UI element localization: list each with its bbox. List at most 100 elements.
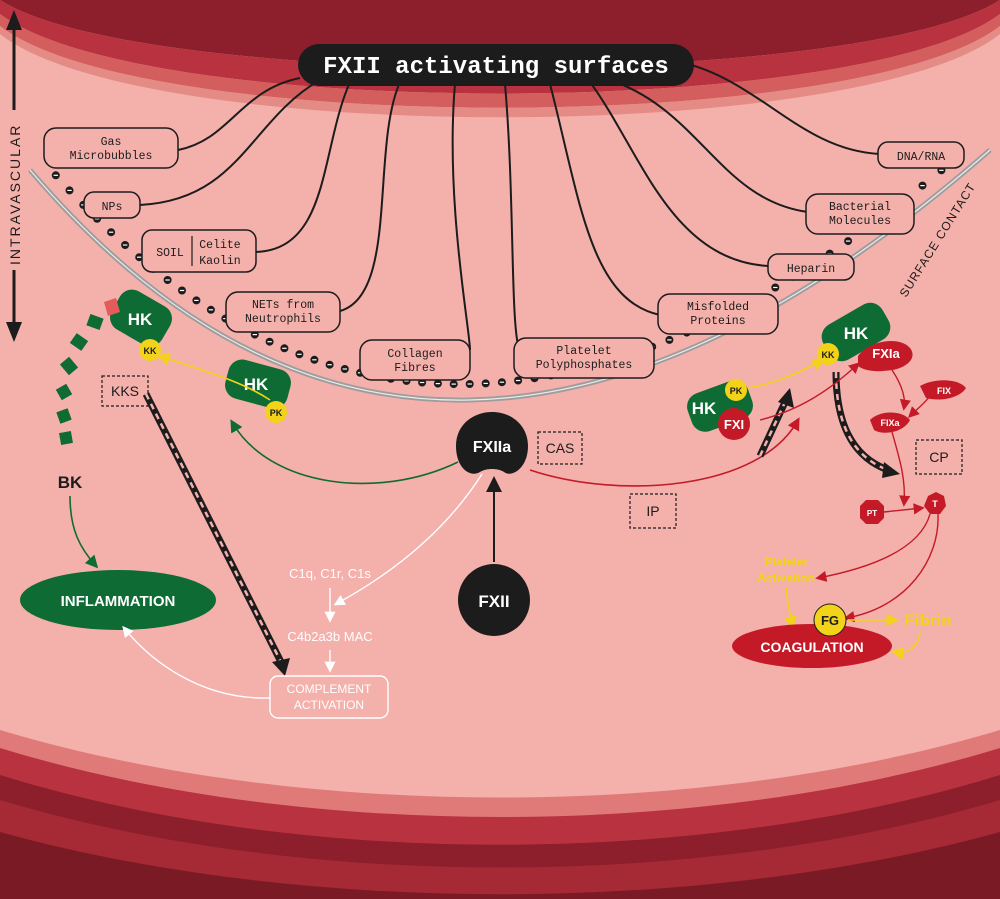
fxia-node: FXIa — [858, 341, 913, 372]
hk-right-top-label: HK — [844, 324, 869, 343]
title-pill — [298, 44, 694, 86]
fix-node: FIX — [920, 380, 966, 400]
nps-label: NPs — [102, 201, 123, 214]
cp-box: CP — [915, 439, 963, 475]
arrow-fixa-to-thrombin — [891, 431, 911, 507]
arrow-complement-to-inflammation — [122, 625, 271, 699]
surface-box-bacterial: Bacterial Molecules — [805, 193, 915, 235]
arrow-bk-to-inflammation — [69, 495, 99, 569]
arrow-pk-to-kk-right — [747, 358, 825, 389]
fg-node: FG — [813, 603, 847, 637]
arrow-platelet-to-coagulation — [784, 587, 797, 630]
nets-label-2: Neutrophils — [245, 313, 321, 326]
fxii-node: FXII — [458, 564, 530, 636]
ip-label: IP — [646, 503, 659, 519]
coagulation-node: COAGULATION — [732, 624, 892, 668]
kks-to-complement-arrow — [142, 392, 290, 676]
t-node: T — [924, 492, 946, 514]
arrow-fxiia-to-complement — [333, 473, 483, 606]
inflammation-node: INFLAMMATION — [20, 570, 216, 630]
arrow-fxiia-to-fxi — [529, 417, 800, 487]
inflammation-label: INFLAMMATION — [61, 593, 176, 610]
right-double-arrows — [756, 371, 900, 478]
platelet-poly-label-1: Platelet — [556, 345, 611, 358]
fxiia-label: FXIIa — [473, 439, 511, 456]
arrow-t-to-platelet — [815, 513, 931, 582]
arrow-fix-to-fixa — [908, 395, 931, 418]
hk-pk-complex-middle: HK PK — [225, 359, 291, 423]
hk-right-label: HK — [692, 399, 717, 418]
surface-box-gas: Gas Microbubbles — [43, 127, 179, 169]
surface-box-nets: NETs from Neutrophils — [225, 291, 341, 333]
bacterial-label-2: Molecules — [829, 215, 891, 228]
bk-fragments — [55, 313, 104, 445]
pk-right-label: PK — [730, 386, 743, 396]
fxii-label: FXII — [478, 592, 509, 611]
surface-box-misfolded: Misfolded Proteins — [657, 293, 779, 335]
misfolded-label-2: Proteins — [690, 315, 745, 328]
surface-box-collagen: Collagen Fibres — [359, 339, 471, 381]
kks-box: KKS — [101, 375, 149, 407]
t-label: T — [932, 499, 938, 509]
fixa-label: FIXa — [880, 418, 900, 428]
arrow-fibrin-to-coagulation — [890, 631, 921, 660]
complement-activation-box: COMPLEMENT ACTIVATION — [269, 675, 389, 719]
arrow-fxiia-to-pk — [230, 419, 459, 485]
collagen-label-1: Collagen — [387, 348, 442, 361]
arrow-fxi-to-fxia — [759, 362, 861, 421]
arrow-pk-to-kk-left — [156, 353, 271, 401]
coagulation-label: COAGULATION — [760, 639, 863, 655]
dna-label: DNA/RNA — [897, 151, 945, 164]
collagen-label-2: Fibres — [394, 362, 435, 375]
fixa-node: FIXa — [870, 412, 910, 433]
kk-left-label: KK — [144, 346, 157, 356]
vessel-wall-top — [0, 0, 1000, 120]
cp-label: CP — [929, 449, 948, 465]
soil-label: SOIL — [156, 247, 184, 260]
arrow-fxia-to-fixa — [891, 369, 911, 411]
fxia-label: FXIa — [872, 346, 900, 361]
surface-box-soil: SOIL Celite Kaolin — [141, 229, 257, 273]
bk-label: BK — [58, 473, 83, 492]
fg-label: FG — [821, 613, 839, 628]
fix-label: FIX — [937, 386, 951, 396]
hk-left-label: HK — [128, 310, 153, 329]
fxiia-node: FXIIa — [456, 412, 528, 474]
nets-label-1: NETs from — [252, 299, 314, 312]
cas-box: CAS — [537, 431, 583, 465]
gas-label-1: Gas — [101, 136, 122, 149]
complement-activation-label-2: ACTIVATION — [294, 698, 364, 712]
pt-node: PT — [860, 500, 884, 524]
surface-box-heparin: Heparin — [767, 253, 855, 281]
vessel-wall-bottom — [0, 730, 1000, 899]
fxi-label: FXI — [724, 417, 744, 432]
title-text: FXII activating surfaces — [323, 54, 669, 81]
platelet-poly-label-2: Polyphosphates — [536, 359, 633, 372]
intravascular-indicator: INTRAVASCULAR — [4, 10, 26, 342]
pk-middle-label: PK — [270, 408, 283, 418]
hk-kk-complex-right: HK KK — [817, 302, 891, 365]
arrow-pt-to-t — [883, 503, 925, 515]
surface-box-platelet-poly: Platelet Polyphosphates — [513, 337, 655, 379]
hk-kk-complex-left: HK KK — [104, 289, 172, 361]
bacterial-label-1: Bacterial — [829, 201, 891, 214]
intravascular-label: INTRAVASCULAR — [7, 124, 23, 265]
arrow-t-to-fg — [843, 513, 939, 623]
surface-box-dna: DNA/RNA — [877, 141, 965, 169]
heparin-label: Heparin — [787, 263, 835, 276]
ip-box: IP — [629, 493, 677, 529]
complement-activation-label-1: COMPLEMENT — [287, 682, 372, 696]
pt-label: PT — [867, 509, 877, 518]
surface-connectors — [139, 61, 881, 353]
misfolded-label-1: Misfolded — [687, 301, 749, 314]
complement-c1-label: C1q, C1r, C1s — [289, 566, 371, 581]
celite-label: Celite — [199, 239, 241, 252]
platelet-activation-label-2: Activation — [757, 571, 815, 585]
surface-box-nps: NPs — [83, 191, 141, 219]
cas-label: CAS — [546, 440, 575, 456]
hk-pk-fxi-complex-right: HK PK FXI — [687, 379, 753, 440]
kks-label: KKS — [111, 383, 139, 399]
fibrin-label: Fibrin — [904, 611, 951, 630]
